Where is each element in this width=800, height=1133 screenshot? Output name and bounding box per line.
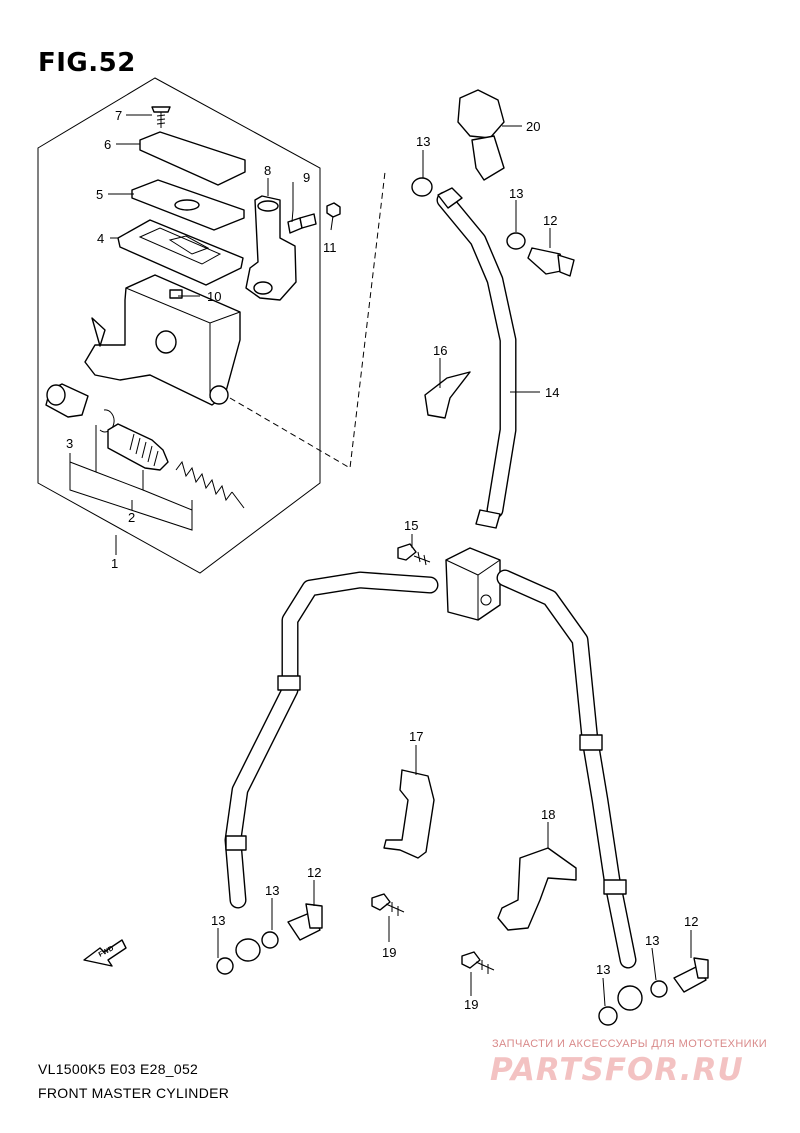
screw-part-7[interactable] <box>151 106 171 128</box>
nut-part-11[interactable] <box>326 202 341 218</box>
callout-12-a: 12 <box>543 213 557 228</box>
callout-15: 15 <box>404 518 418 533</box>
fitting-cover-part-20[interactable] <box>457 89 505 181</box>
callout-12-c: 12 <box>684 914 698 929</box>
washer-13-lower-left-b[interactable] <box>261 931 279 949</box>
cup-part-3[interactable] <box>45 383 89 418</box>
bolt-part-15[interactable] <box>397 543 431 566</box>
callout-8: 8 <box>264 163 271 178</box>
fwd-arrow-icon: FWD <box>83 939 127 967</box>
bolt-part-19-lower[interactable] <box>461 951 495 974</box>
callout-1: 1 <box>111 556 118 571</box>
callout-13-e: 13 <box>645 933 659 948</box>
callout-9: 9 <box>303 170 310 185</box>
piston-part-2[interactable] <box>107 423 169 471</box>
bolt-part-19-upper[interactable] <box>371 893 405 916</box>
callout-13-f: 13 <box>596 962 610 977</box>
watermark-tagline: ЗАПЧАСТИ И АКСЕССУАРЫ ДЛЯ МОТОТЕХНИКИ <box>492 1038 768 1050</box>
brake-hose-joint[interactable] <box>445 547 501 621</box>
lever-bracket-part-8[interactable] <box>245 195 297 301</box>
callout-13-b: 13 <box>509 186 523 201</box>
figure-caption: FRONT MASTER CYLINDER <box>38 1085 230 1101</box>
lower-left-hose[interactable] <box>224 571 439 962</box>
circlip[interactable] <box>99 409 115 433</box>
model-code: VL1500K5 E03 E28_052 <box>38 1061 199 1077</box>
callout-5: 5 <box>96 187 103 202</box>
callout-11: 11 <box>323 240 337 255</box>
callout-13-d: 13 <box>211 913 225 928</box>
lower-right-hose[interactable] <box>496 569 643 1011</box>
washer-13-lower-left-a[interactable] <box>216 957 234 975</box>
callout-leaders-right <box>217 125 692 1007</box>
callout-4: 4 <box>97 231 104 246</box>
callout-leaders-left <box>69 114 334 555</box>
callout-14: 14 <box>545 385 559 400</box>
callout-18: 18 <box>541 807 555 822</box>
assembly-outline <box>37 77 321 574</box>
banjo-bolt-12-lower-left[interactable] <box>287 903 323 941</box>
figure-title: FIG.52 <box>38 48 136 78</box>
banjo-bolt-12-lower-right[interactable] <box>673 957 709 993</box>
callout-19-b: 19 <box>464 997 478 1012</box>
callout-19-a: 19 <box>382 945 396 960</box>
washer-13-lower-right-a[interactable] <box>598 1006 618 1026</box>
banjo-bolt-12-upper[interactable] <box>527 247 575 277</box>
callout-10: 10 <box>207 289 221 304</box>
reservoir-cap-part-6[interactable] <box>139 131 246 186</box>
callout-12-b: 12 <box>307 865 321 880</box>
washer-13-upper-right[interactable] <box>506 232 526 250</box>
bracket-part-17[interactable] <box>383 769 435 859</box>
callout-20: 20 <box>526 119 540 134</box>
callout-13-c: 13 <box>265 883 279 898</box>
callout-7: 7 <box>115 108 122 123</box>
callout-3: 3 <box>66 436 73 451</box>
master-cylinder-body[interactable] <box>84 274 241 406</box>
bolt-part-9[interactable] <box>287 213 317 234</box>
callout-13-a: 13 <box>416 134 430 149</box>
cap-plate-part-5[interactable] <box>131 179 245 231</box>
bracket-part-18[interactable] <box>497 847 577 931</box>
spring-part-2[interactable] <box>175 460 245 509</box>
callout-6: 6 <box>104 137 111 152</box>
clamp-part-16[interactable] <box>424 371 471 419</box>
callout-16: 16 <box>433 343 447 358</box>
watermark-logo: PARTSFOR.RU <box>490 1052 744 1088</box>
callout-2: 2 <box>128 510 135 525</box>
washer-13-upper-left[interactable] <box>411 177 433 197</box>
washer-13-lower-right-b[interactable] <box>650 980 668 998</box>
brake-hose-part-14[interactable] <box>436 187 517 529</box>
callout-17: 17 <box>409 729 423 744</box>
diaphragm-part-4[interactable] <box>117 219 244 286</box>
